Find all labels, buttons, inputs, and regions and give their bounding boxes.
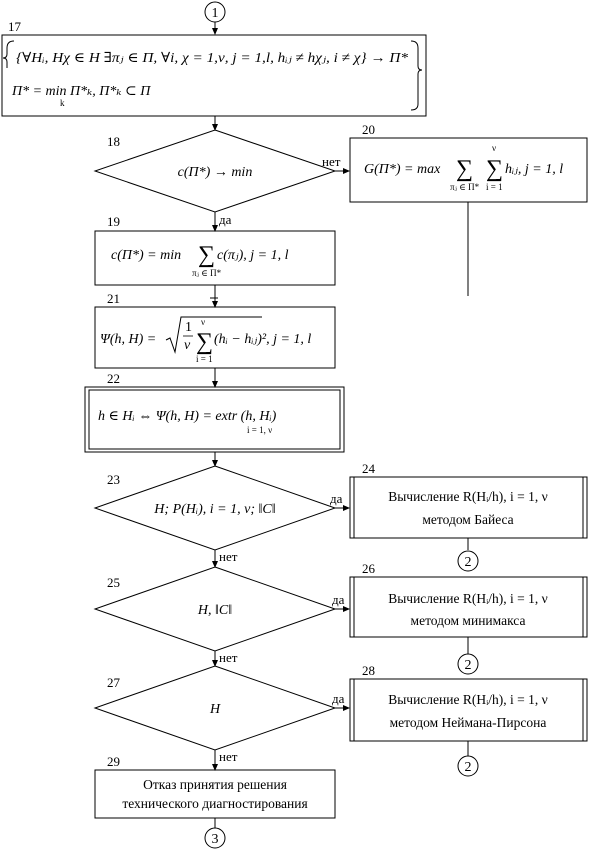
block-19-sum: ∑	[198, 242, 215, 268]
block-29-line2: технического диагностирования	[122, 796, 307, 811]
block-21-frac-den: ν	[184, 338, 191, 353]
block-17-line1: {∀Hᵢ, Hχ ∈ H ∃πⱼ ∈ Π, ∀i, χ = 1,ν, j = 1…	[16, 51, 408, 66]
block-27-text: H	[209, 702, 221, 717]
label-18-yes: да	[219, 212, 232, 227]
block-28-line1: Вычисление R(Hᵢ/h), i = 1, ν	[388, 692, 548, 707]
block-20-number: 20	[362, 122, 375, 137]
block-24-box	[349, 476, 588, 539]
block-20-sum1: ∑	[456, 156, 473, 182]
block-19-lhs: c(Π*) = min	[111, 248, 181, 263]
label-25-no: нет	[219, 650, 238, 665]
block-20-sup2: ν	[492, 143, 496, 153]
block-19-term: c(πⱼ), j = 1, l	[217, 248, 289, 263]
block-21-sub: i = 1	[196, 354, 213, 364]
label-23-yes: да	[330, 491, 343, 506]
block-17-box	[1, 34, 427, 117]
label-23-no: нет	[219, 549, 238, 564]
block-22-box-inner	[88, 389, 341, 450]
block-18-number: 18	[107, 134, 120, 149]
connector-3	[204, 827, 226, 849]
connector-2-after-28	[457, 755, 479, 777]
block-23-text: H; P(Hᵢ), i = 1, ν; ‖C‖	[153, 502, 275, 517]
block-20-sub1: πⱼ ∈ Π*	[450, 182, 480, 192]
block-28-box	[349, 678, 588, 742]
block-20-term: hᵢⱼ, j = 1, l	[505, 162, 563, 177]
block-28-number: 28	[362, 663, 375, 678]
connector-2-label-a: 2	[465, 555, 472, 570]
block-20-sub2: i = 1	[486, 182, 503, 192]
connector-1-label: 1	[212, 6, 219, 21]
block-29-line1: Отказ принятия решения	[143, 777, 287, 792]
block-20-lhs: G(Π*) = max	[364, 162, 441, 177]
block-26-number: 26	[362, 561, 376, 576]
block-24-line2: методом Байеса	[422, 512, 513, 527]
block-21-sum: ∑	[196, 329, 213, 355]
block-21-frac-num: 1	[185, 320, 192, 335]
block-21-sqrt	[165, 316, 262, 354]
block-25-text: H, ‖C‖	[197, 603, 232, 618]
block-23-number: 23	[107, 472, 120, 487]
block-17-line2: Π* = min Π*ₖ, Π*ₖ ⊂ Π	[11, 84, 151, 99]
block-22-lhs: h ∈ Hᵢ ⇔ Ψ(h, H) = extr (h, Hᵢ)	[98, 409, 277, 424]
label-25-yes: да	[332, 592, 345, 607]
connector-2-after-26	[457, 653, 479, 675]
block-19-number: 19	[107, 214, 120, 229]
block-24-number: 24	[362, 461, 376, 476]
label-27-yes: да	[332, 691, 345, 706]
block-24-line1: Вычисление R(Hᵢ/h), i = 1, ν	[388, 489, 548, 504]
block-17-number: 17	[8, 19, 22, 34]
block-26-line1: Вычисление R(Hᵢ/h), i = 1, ν	[388, 591, 548, 606]
block-21-number: 21	[107, 291, 120, 306]
connector-2-after-24	[457, 550, 479, 572]
block-22-number: 22	[107, 371, 120, 386]
block-29-number: 29	[107, 754, 120, 769]
block-17-brace-right	[410, 40, 423, 111]
connector-3-label: 3	[212, 832, 219, 847]
block-28-line2: методом Неймана-Пирсона	[390, 715, 547, 730]
block-27-number: 27	[107, 675, 121, 690]
block-17-line2-sub: k	[60, 98, 65, 108]
block-21-lhs: Ψ(h, H) =	[100, 332, 156, 347]
label-27-no: нет	[219, 749, 238, 764]
block-17-brace-left	[2, 40, 15, 68]
block-22-sub: i = 1, ν	[247, 425, 272, 435]
connector-2-label-b: 2	[465, 658, 472, 673]
block-21-sup: ν	[201, 317, 205, 327]
block-18-text: c(Π*) → min	[178, 165, 253, 180]
block-21-term: (hᵢ − hᵢⱼ)², j = 1, l	[214, 332, 311, 347]
block-25-number: 25	[107, 575, 120, 590]
connector-2-label-c: 2	[465, 760, 472, 775]
block-20-sum2: ∑	[486, 156, 503, 182]
block-26-line2: методом минимакса	[411, 613, 526, 628]
label-18-no: нет	[322, 154, 341, 169]
block-19-sub: πⱼ ∈ Π*	[192, 268, 222, 278]
block-26-box	[349, 576, 588, 638]
